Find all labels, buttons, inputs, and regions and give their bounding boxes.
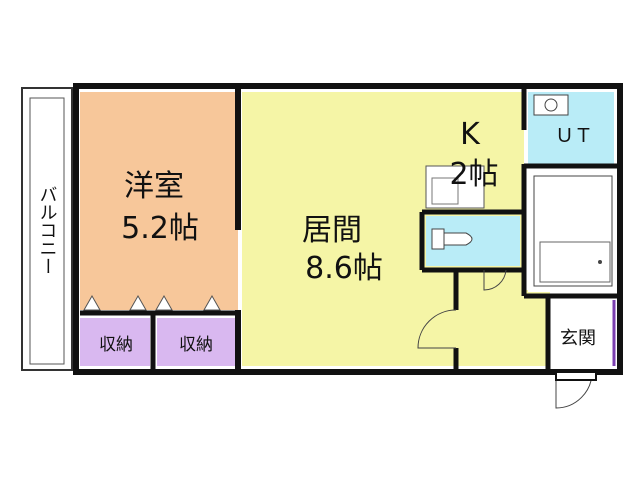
storage-2 [157,318,235,366]
unit-bath-name: ＵＴ [555,125,593,147]
entrance-name: 玄関 [560,328,596,349]
western-room [80,92,238,310]
genkan [550,300,606,366]
balcony-name: バルコニー [37,185,58,275]
outer-wall [73,83,623,375]
storage-1 [80,318,150,366]
kitchen-name: K [460,117,481,152]
entrance-step [555,371,597,381]
closet-doors [83,294,221,311]
living-name: 居間 [302,213,362,248]
bathtub-icon [533,175,613,287]
sink-icon [431,177,459,205]
washbasin-icon [533,94,569,116]
western-room-size: 5.2帖 [121,211,199,246]
living-size: 8.6帖 [305,251,383,286]
storage-1-name: 収納 [99,335,133,355]
toilet-icon [431,228,473,250]
kitchen-size: 2帖 [449,157,498,192]
entrance-floor [456,290,550,366]
western-room-name: 洋室 [124,169,184,204]
balcony-inner [29,97,65,365]
storage-2-name: 収納 [179,335,213,355]
